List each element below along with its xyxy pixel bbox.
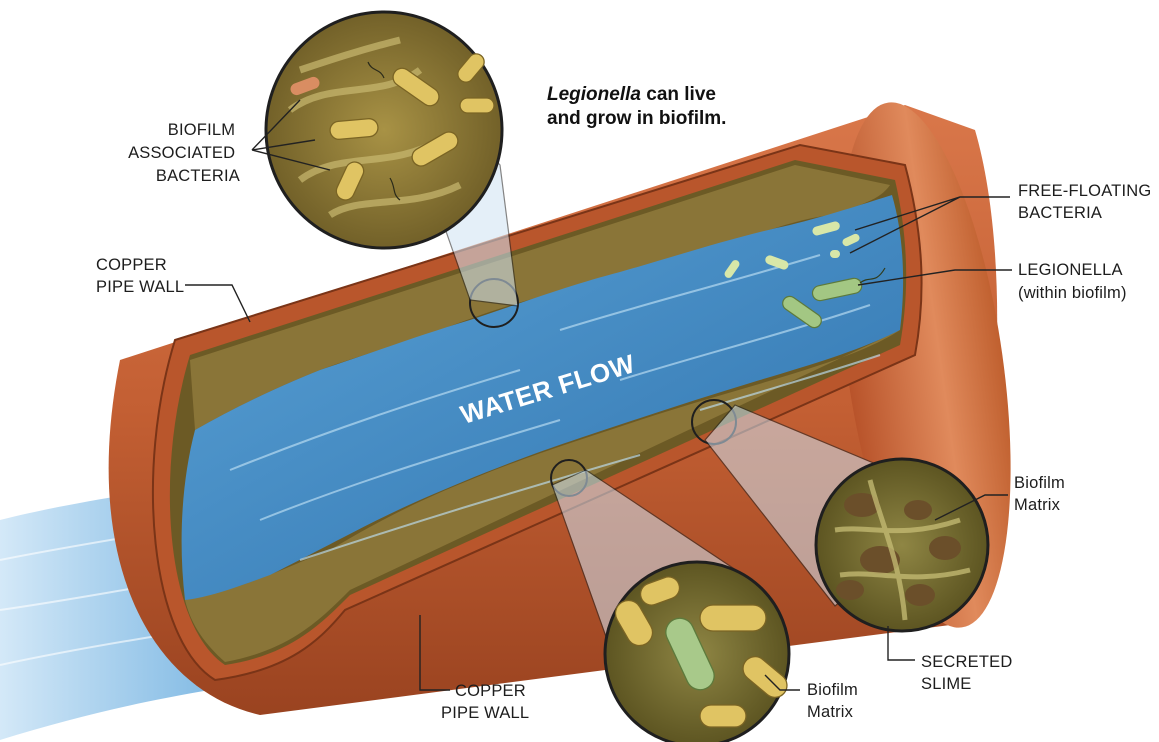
biofilm-bacterium: [290, 76, 320, 96]
magnified-view-bacteria: [264, 10, 504, 250]
legionella-group: [782, 267, 886, 329]
headline-line2: and grow in biofilm.: [547, 108, 726, 129]
label-biofilm-matrix-right: Biofilm Matrix: [1014, 474, 1070, 514]
water-channel: [181, 195, 904, 600]
biofilm-bacterium: [614, 599, 654, 647]
free-floating-bacterium: [830, 250, 840, 258]
legionella-flagellum: [859, 267, 886, 284]
free-floating-bacterium: [765, 255, 789, 270]
biofilm-bacterium: [335, 161, 365, 201]
label-secreted-slime: SECRETED SLIME: [921, 653, 1017, 693]
free-floating-bacterium: [842, 233, 860, 247]
biofilm-bacterium: [699, 604, 767, 632]
biofilm-bacterium: [392, 67, 440, 107]
upper-biofilm-layer: [190, 165, 890, 430]
biofilm-bacterium: [411, 131, 459, 167]
headline: Legionella can live: [547, 84, 716, 105]
lower-biofilm-layer: [185, 330, 900, 662]
free-floating-bacterium: [812, 221, 840, 236]
water-ripples: [229, 254, 881, 561]
label-copper-pipe-wall-left: COPPER PIPE WALL: [96, 256, 184, 296]
headline-rest: can live: [641, 84, 716, 105]
biofilm-bacterium: [329, 118, 379, 140]
biofilm-bacterium: [639, 576, 681, 606]
headline-italic: Legionella: [547, 84, 641, 105]
magnified-view-legionella: [603, 560, 791, 742]
label-copper-pipe-wall-bottom: COPPER PIPE WALL: [441, 682, 531, 722]
biofilm-bacterium: [742, 655, 788, 699]
biofilm-bacterium: [457, 53, 485, 83]
biofilm-bacterium: [699, 704, 747, 728]
label-biofilm-matrix-bottom: Biofilm Matrix: [807, 681, 863, 721]
label-free-floating-bacteria: FREE-FLOATING BACTERIA: [1018, 182, 1156, 222]
free-floating-bacterium: [724, 260, 740, 278]
free-floating-bacteria-group: [724, 221, 860, 278]
magnified-view-matrix: [814, 457, 990, 633]
label-biofilm-associated-bacteria: BIOFILM ASSOCIATED BACTERIA: [128, 121, 240, 185]
leader-lines: [185, 99, 1012, 691]
label-legionella-within-biofilm: LEGIONELLA (within biofilm): [1018, 261, 1127, 302]
legionella-bacterium: [782, 295, 822, 329]
legionella-bacterium: [665, 617, 715, 691]
biofilm-bacterium: [459, 97, 495, 114]
